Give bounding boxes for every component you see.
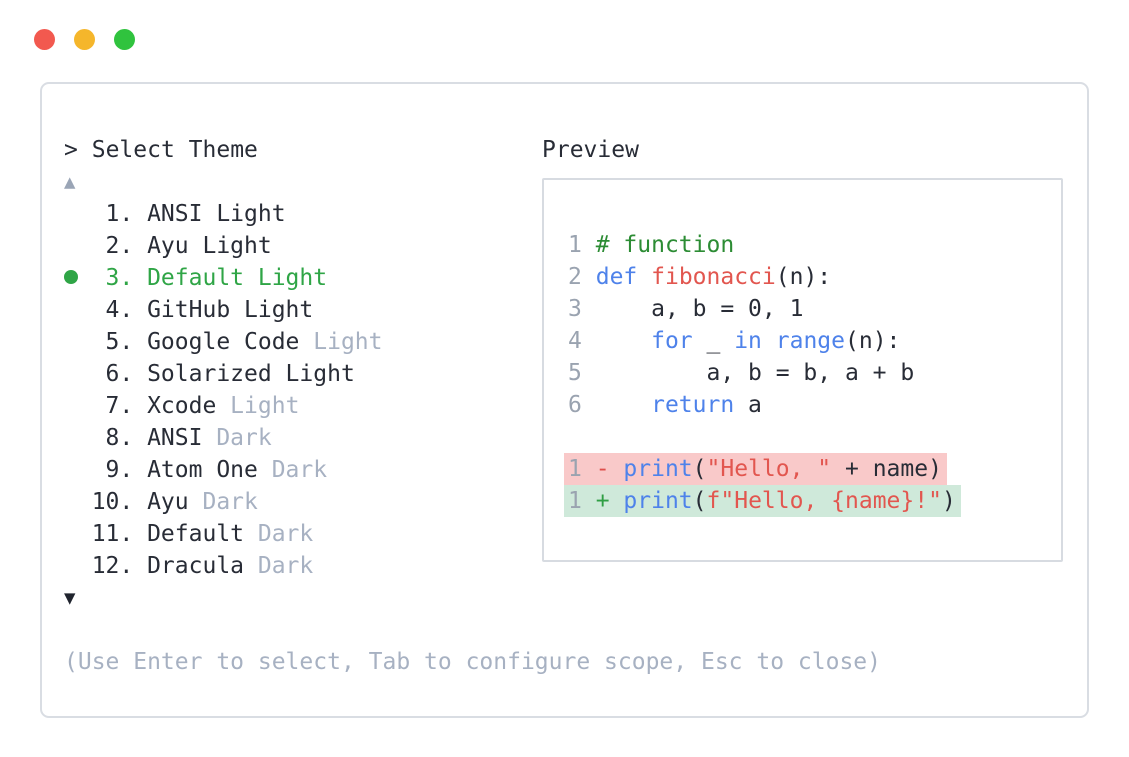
code-line: 1 # function	[568, 229, 1061, 261]
theme-variant: Dark	[244, 553, 314, 579]
scroll-up-indicator[interactable]: ▲	[64, 171, 76, 193]
theme-number: 6.	[105, 361, 134, 387]
close-button[interactable]	[34, 29, 55, 50]
theme-number: 3.	[105, 265, 134, 291]
theme-variant: Light	[299, 329, 383, 355]
theme-number: 7.	[105, 393, 134, 419]
preview-title: Preview	[542, 137, 639, 163]
minimize-button[interactable]	[74, 29, 95, 50]
source-line: 2 def fibonacci(n):	[568, 264, 832, 290]
theme-variant: Dark	[257, 457, 328, 483]
code-line: 4 for _ in range(n):	[568, 325, 1061, 357]
theme-name: Solarized Light	[147, 361, 355, 387]
theme-name: ANSI	[147, 425, 203, 451]
window-controls	[34, 29, 135, 50]
preview-column: Preview 1 # function 2 def fibonacci(n): 3…	[542, 134, 1063, 614]
theme-list-item[interactable]: 8. ANSI Dark	[64, 422, 542, 454]
prompt-caret-icon: >	[64, 137, 78, 163]
theme-name: Google Code	[147, 329, 300, 355]
code-block: 1 # function 2 def fibonacci(n): 3 a, b = …	[564, 229, 1061, 517]
diff-added-line: 1 + print(f"Hello, {name}!")	[564, 485, 961, 517]
theme-name: Default Light	[147, 265, 328, 291]
source-line: 6 return a	[568, 392, 762, 418]
code-line: 3 a, b = 0, 1	[568, 293, 1061, 325]
theme-name: GitHub Light	[147, 297, 314, 323]
theme-variant: Light	[216, 393, 300, 419]
theme-name: Xcode	[147, 393, 217, 419]
prompt-line: > Select Theme	[64, 134, 542, 166]
code-line: 2 def fibonacci(n):	[568, 261, 1061, 293]
theme-list-item[interactable]: 5. Google Code Light	[64, 326, 542, 358]
diff-removed-line: 1 - print("Hello, " + name)	[564, 453, 947, 485]
line-number: 1	[568, 488, 582, 514]
theme-list-item[interactable]: 3. Default Light	[64, 262, 542, 294]
theme-name: Dracula	[147, 553, 245, 579]
theme-list-item[interactable]: 2. Ayu Light	[64, 230, 542, 262]
code-line: 1 - print("Hello, " + name)	[564, 453, 1061, 485]
theme-list-item[interactable]: 9. Atom One Dark	[64, 454, 542, 486]
theme-number: 11.	[91, 521, 134, 547]
theme-name: Default	[147, 521, 245, 547]
source-line: 5 a, b = b, a + b	[568, 360, 915, 386]
theme-list-item[interactable]: 10. Ayu Dark	[64, 486, 542, 518]
line-number: 4	[568, 328, 582, 354]
theme-name: ANSI Light	[147, 201, 286, 227]
footer-hint: (Use Enter to select, Tab to configure s…	[64, 649, 881, 675]
line-number: 3	[568, 296, 582, 322]
theme-number: 9.	[105, 457, 134, 483]
selected-bullet-icon	[64, 262, 92, 294]
theme-list-item[interactable]: 11. Default Dark	[64, 518, 542, 550]
theme-list-item[interactable]: 6. Solarized Light	[64, 358, 542, 390]
line-number: 1	[568, 456, 582, 482]
theme-list-item[interactable]: 1. ANSI Light	[64, 198, 542, 230]
theme-number: 12.	[91, 553, 134, 579]
theme-number: 2.	[105, 233, 134, 259]
line-number: 5	[568, 360, 582, 386]
line-number: 6	[568, 392, 582, 418]
zoom-button[interactable]	[114, 29, 135, 50]
theme-list-item[interactable]: 4. GitHub Light	[64, 294, 542, 326]
code-preview: 1 # function 2 def fibonacci(n): 3 a, b = …	[542, 178, 1063, 562]
source-line: 3 a, b = 0, 1	[568, 296, 804, 322]
theme-name: Ayu Light	[147, 233, 272, 259]
theme-number: 10.	[91, 489, 134, 515]
code-line: 6 return a	[568, 389, 1061, 421]
code-line: 1 + print(f"Hello, {name}!")	[564, 485, 1061, 517]
theme-variant: Dark	[188, 489, 258, 515]
line-number: 2	[568, 264, 582, 290]
prompt-label: Select Theme	[91, 137, 258, 163]
theme-number: 5.	[105, 329, 134, 355]
scroll-down-indicator[interactable]: ▼	[64, 587, 76, 609]
source-line: 1 # function	[568, 232, 735, 258]
theme-list-item[interactable]: 12. Dracula Dark	[64, 550, 542, 582]
theme-variant: Dark	[244, 521, 314, 547]
theme-variant: Dark	[202, 425, 272, 451]
line-number: 1	[568, 232, 582, 258]
code-line: 5 a, b = b, a + b	[568, 357, 1061, 389]
theme-name: Atom One	[147, 457, 258, 483]
theme-number: 4.	[105, 297, 134, 323]
source-line: 4 for _ in range(n):	[568, 328, 901, 354]
theme-number: 8.	[105, 425, 134, 451]
theme-name: Ayu	[147, 489, 189, 515]
theme-list-item[interactable]: 7. Xcode Light	[64, 390, 542, 422]
code-line	[568, 421, 1061, 453]
theme-number: 1.	[105, 201, 134, 227]
